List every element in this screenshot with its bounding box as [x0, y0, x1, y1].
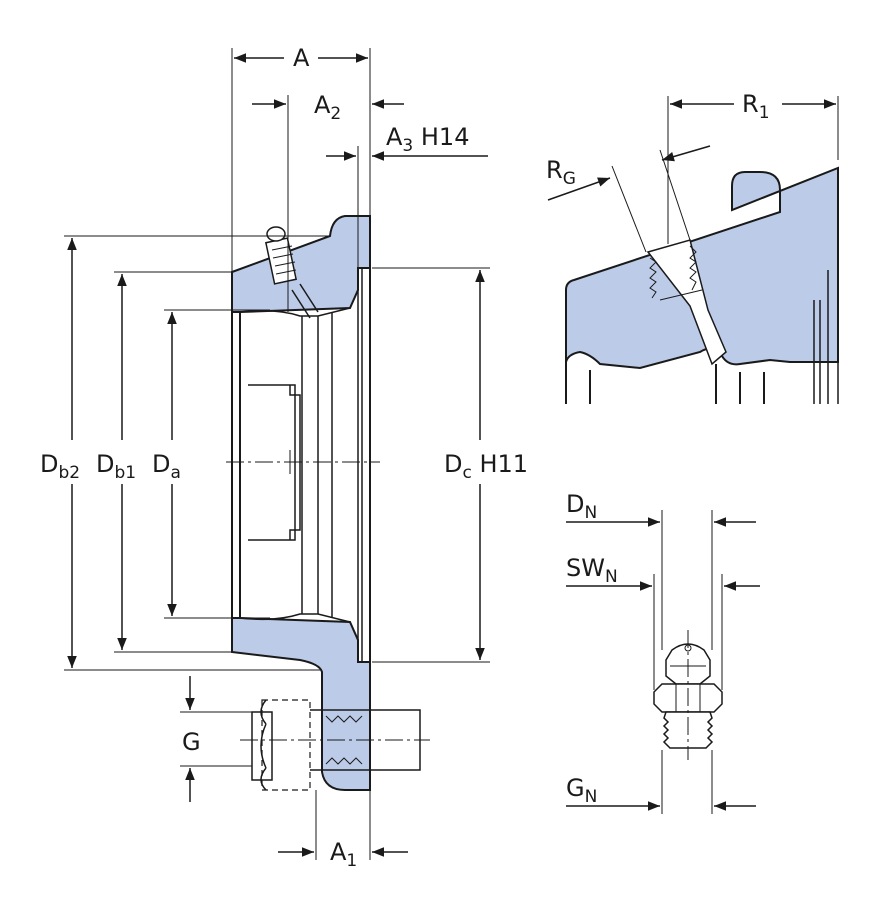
label-DN: DN — [566, 490, 597, 523]
label-Db2: Db2 — [40, 450, 80, 483]
dimension-Da: Da — [152, 309, 270, 619]
label-GN: GN — [566, 774, 597, 807]
dimension-Db2: Db2 — [40, 235, 330, 671]
detail-section-fill — [565, 166, 839, 370]
bearing-seat-lower — [239, 613, 351, 623]
bolt-nut-faces — [260, 699, 267, 791]
dimension-A: A — [231, 44, 371, 272]
dimension-G: G — [180, 676, 252, 802]
bore-outline — [231, 312, 241, 618]
label-A: A — [293, 44, 310, 72]
detail-bore-lines — [565, 362, 591, 404]
label-G: G — [182, 728, 201, 756]
dimension-A3: A3 H14 — [326, 123, 488, 268]
detail-threads — [649, 245, 703, 301]
bearing-seat-upper — [239, 307, 351, 317]
bolt-nut-outline — [261, 699, 311, 791]
nipple-threads — [271, 245, 297, 275]
detail-groove-lines — [715, 364, 765, 404]
label-RG: RG — [546, 156, 576, 189]
label-Db1: Db1 — [96, 450, 136, 483]
grease-nipple-detail: DN SWN GN — [566, 490, 760, 814]
grease-nipple-main — [264, 226, 319, 319]
housing-upper-section — [231, 215, 371, 313]
label-A3: A3 H14 — [386, 123, 469, 156]
label-Da: Da — [152, 450, 181, 483]
bolt-head-side — [251, 711, 273, 781]
chamfers — [349, 289, 359, 641]
lube-channel — [291, 283, 319, 319]
dimension-Dc: Dc H11 — [372, 267, 528, 663]
detail-view-section: R1 RG — [546, 90, 839, 404]
nipple-head — [266, 226, 286, 242]
label-R1: R1 — [742, 90, 770, 123]
label-A2: A2 — [314, 91, 341, 124]
dimension-A2: A2 — [252, 91, 404, 312]
flange-housing-section — [226, 215, 380, 791]
label-SWN: SWN — [566, 554, 618, 587]
dimension-A1: A1 — [278, 790, 408, 871]
label-A1: A1 — [330, 838, 357, 871]
bolt-assembly — [240, 699, 430, 791]
detail-face-lines — [813, 270, 839, 404]
label-Dc: Dc H11 — [444, 450, 528, 483]
dimension-Db1: Db1 — [96, 271, 232, 653]
